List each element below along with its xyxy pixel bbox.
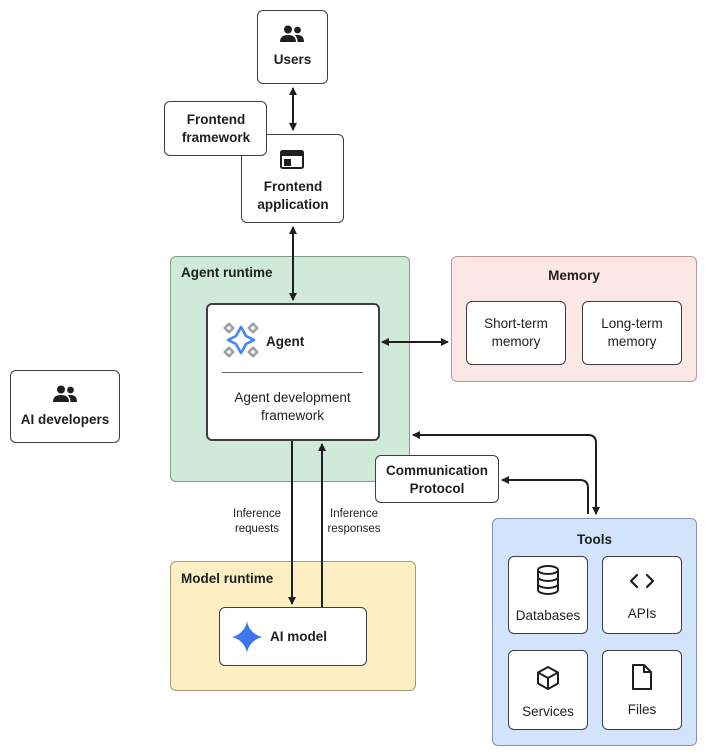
inference-requests-label: Inference requests	[233, 508, 281, 535]
tool-services-label: Services	[522, 704, 574, 719]
tools-title: Tools	[577, 532, 612, 547]
ai-developers-icon	[53, 385, 77, 402]
database-icon	[537, 565, 559, 595]
file-icon	[632, 664, 652, 690]
tool-files-label: Files	[627, 702, 657, 717]
communication-protocol-label: Communication Protocol	[385, 463, 488, 496]
ai-developers-box	[10, 370, 120, 443]
memory-title: Memory	[548, 268, 600, 283]
inference-responses-label: Inference responses	[327, 508, 381, 535]
tool-databases-label: Databases	[515, 608, 581, 623]
agent-divider	[222, 372, 363, 373]
agent-sparkle-icon	[223, 322, 259, 358]
cube-icon	[537, 666, 559, 690]
tool-databases-box	[508, 556, 588, 634]
users-icon	[280, 25, 304, 42]
users-label: Users	[273, 52, 312, 67]
tool-apis-box	[602, 556, 682, 634]
short-term-memory-label: Short-term memory	[484, 316, 548, 349]
frontend-framework-label: Frontend framework	[181, 112, 251, 145]
protocol-tools-arrow	[501, 476, 589, 514]
short-term-memory-box	[466, 301, 566, 365]
ai-model-label: AI model	[270, 629, 328, 644]
frontend-application-label: Frontend application	[257, 179, 329, 212]
long-term-memory-box	[582, 301, 682, 365]
long-term-memory-label: Long-term memory	[601, 316, 663, 349]
ai-developers-label: AI developers	[20, 412, 110, 427]
runtime-tools-arrow	[412, 431, 600, 515]
agent-framework-label: Agent development framework	[234, 390, 351, 423]
users-box	[257, 10, 328, 84]
web-layout-icon	[280, 150, 304, 169]
communication-protocol-box	[375, 455, 499, 503]
agent-title: Agent	[266, 334, 305, 349]
gemini-star-icon	[231, 621, 263, 653]
frontend-framework-box	[164, 101, 267, 156]
tool-apis-label: APIs	[627, 606, 657, 621]
agent-runtime-title: Agent runtime	[181, 265, 273, 280]
code-icon	[629, 573, 655, 589]
model-runtime-title: Model runtime	[181, 571, 274, 586]
